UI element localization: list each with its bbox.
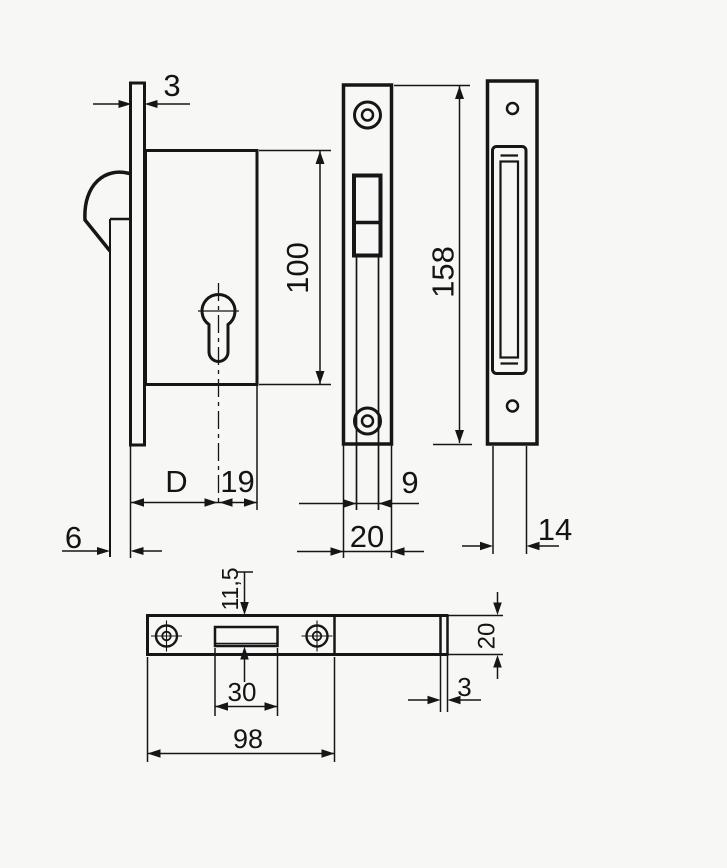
screw-hole-top — [505, 101, 520, 116]
extension-lines — [146, 657, 336, 762]
hook-bolt-front — [352, 173, 383, 258]
extension-lines — [259, 149, 331, 386]
edge-plate-outline — [485, 79, 539, 446]
countersunk-screw-right — [301, 620, 333, 652]
dim-forend-width: 20 — [297, 519, 424, 556]
strike-plate-view: 11,5 30 3 20 98 — [146, 567, 503, 762]
dim-strike-thickness: 3 — [408, 672, 481, 705]
dimension-value: 11,5 — [217, 567, 243, 610]
dimension-arrowheads — [480, 541, 540, 551]
lock-case-outline — [144, 149, 259, 386]
dim-faceplate-thickness: 3 — [93, 68, 190, 108]
dim-strike-slot-length: 30 — [214, 648, 279, 716]
dimension-value-backset: D — [165, 464, 187, 499]
faceplate-side-outline — [129, 81, 146, 447]
strike-plate-edge-view — [439, 615, 449, 655]
screw-hole-top-inner — [360, 108, 375, 122]
dim-strike-length: 98 — [146, 657, 336, 762]
channel-outer — [491, 145, 528, 375]
dimension-arrowheads — [343, 499, 392, 508]
channel-bridges — [500, 154, 518, 365]
edge-view-extension-lines — [439, 655, 449, 712]
dimension-value: 98 — [233, 724, 263, 754]
screw-hole-bottom-inner — [360, 414, 375, 428]
screw-hole-bottom-outer — [353, 406, 382, 436]
dimension-value: 9 — [401, 465, 418, 500]
strike-plate-extension-right — [448, 614, 503, 656]
hook-bolt-curve — [83, 170, 132, 253]
dimension-arrowheads — [215, 702, 278, 711]
dimension-arrowheads — [118, 100, 158, 108]
dim-slot-width: 9 — [299, 465, 419, 508]
screw-crosshair — [151, 620, 182, 652]
strike-plate-edges — [147, 614, 449, 656]
dim-forend-height: 158 — [394, 84, 472, 446]
dimension-value-cylinder: 19 — [220, 464, 254, 499]
dimension-value: 3 — [457, 672, 471, 702]
dim-case-height: 100 — [259, 149, 331, 386]
dimension-value: 20 — [350, 519, 384, 554]
dimension-value: 100 — [280, 242, 315, 294]
dimension-value: 6 — [65, 520, 82, 555]
dim-channel-width: 14 — [462, 446, 572, 554]
edge-view: 14 — [462, 79, 572, 554]
side-view: 3 100 D 19 6 — [62, 68, 331, 558]
dimension-value: 158 — [426, 246, 461, 298]
forend-outline — [341, 83, 394, 446]
euro-cylinder-keyhole — [200, 293, 237, 363]
channel-inner — [499, 160, 520, 359]
bolt-slot-lines — [355, 255, 380, 510]
dimension-value: 30 — [228, 677, 257, 707]
countersunk-screw-left — [151, 620, 182, 652]
screw-crosshair — [301, 620, 333, 652]
dimension-value: 3 — [163, 68, 180, 103]
screw-hole-bottom — [505, 399, 520, 413]
dimension-arrowheads — [427, 695, 461, 705]
extension-lines — [394, 84, 472, 446]
front-view: 158 9 20 — [297, 83, 472, 558]
dimension-arrowheads — [97, 547, 144, 555]
dim-strike-slot-offset: 11,5 — [217, 567, 253, 682]
screw-hole-top-outer — [353, 100, 382, 130]
dimension-value: 20 — [474, 623, 501, 650]
dim-backset-and-cylinder: D 19 — [131, 464, 257, 507]
strike-slot — [213, 625, 279, 648]
dimension-value: 14 — [538, 512, 572, 547]
dimension-arrowheads — [240, 602, 249, 660]
extension-lines — [492, 446, 528, 554]
extension-lines — [214, 648, 279, 716]
dim-strike-width: 20 — [474, 592, 502, 679]
dimension-arrowheads — [131, 498, 257, 507]
dim-hook-projection: 6 — [62, 520, 162, 555]
